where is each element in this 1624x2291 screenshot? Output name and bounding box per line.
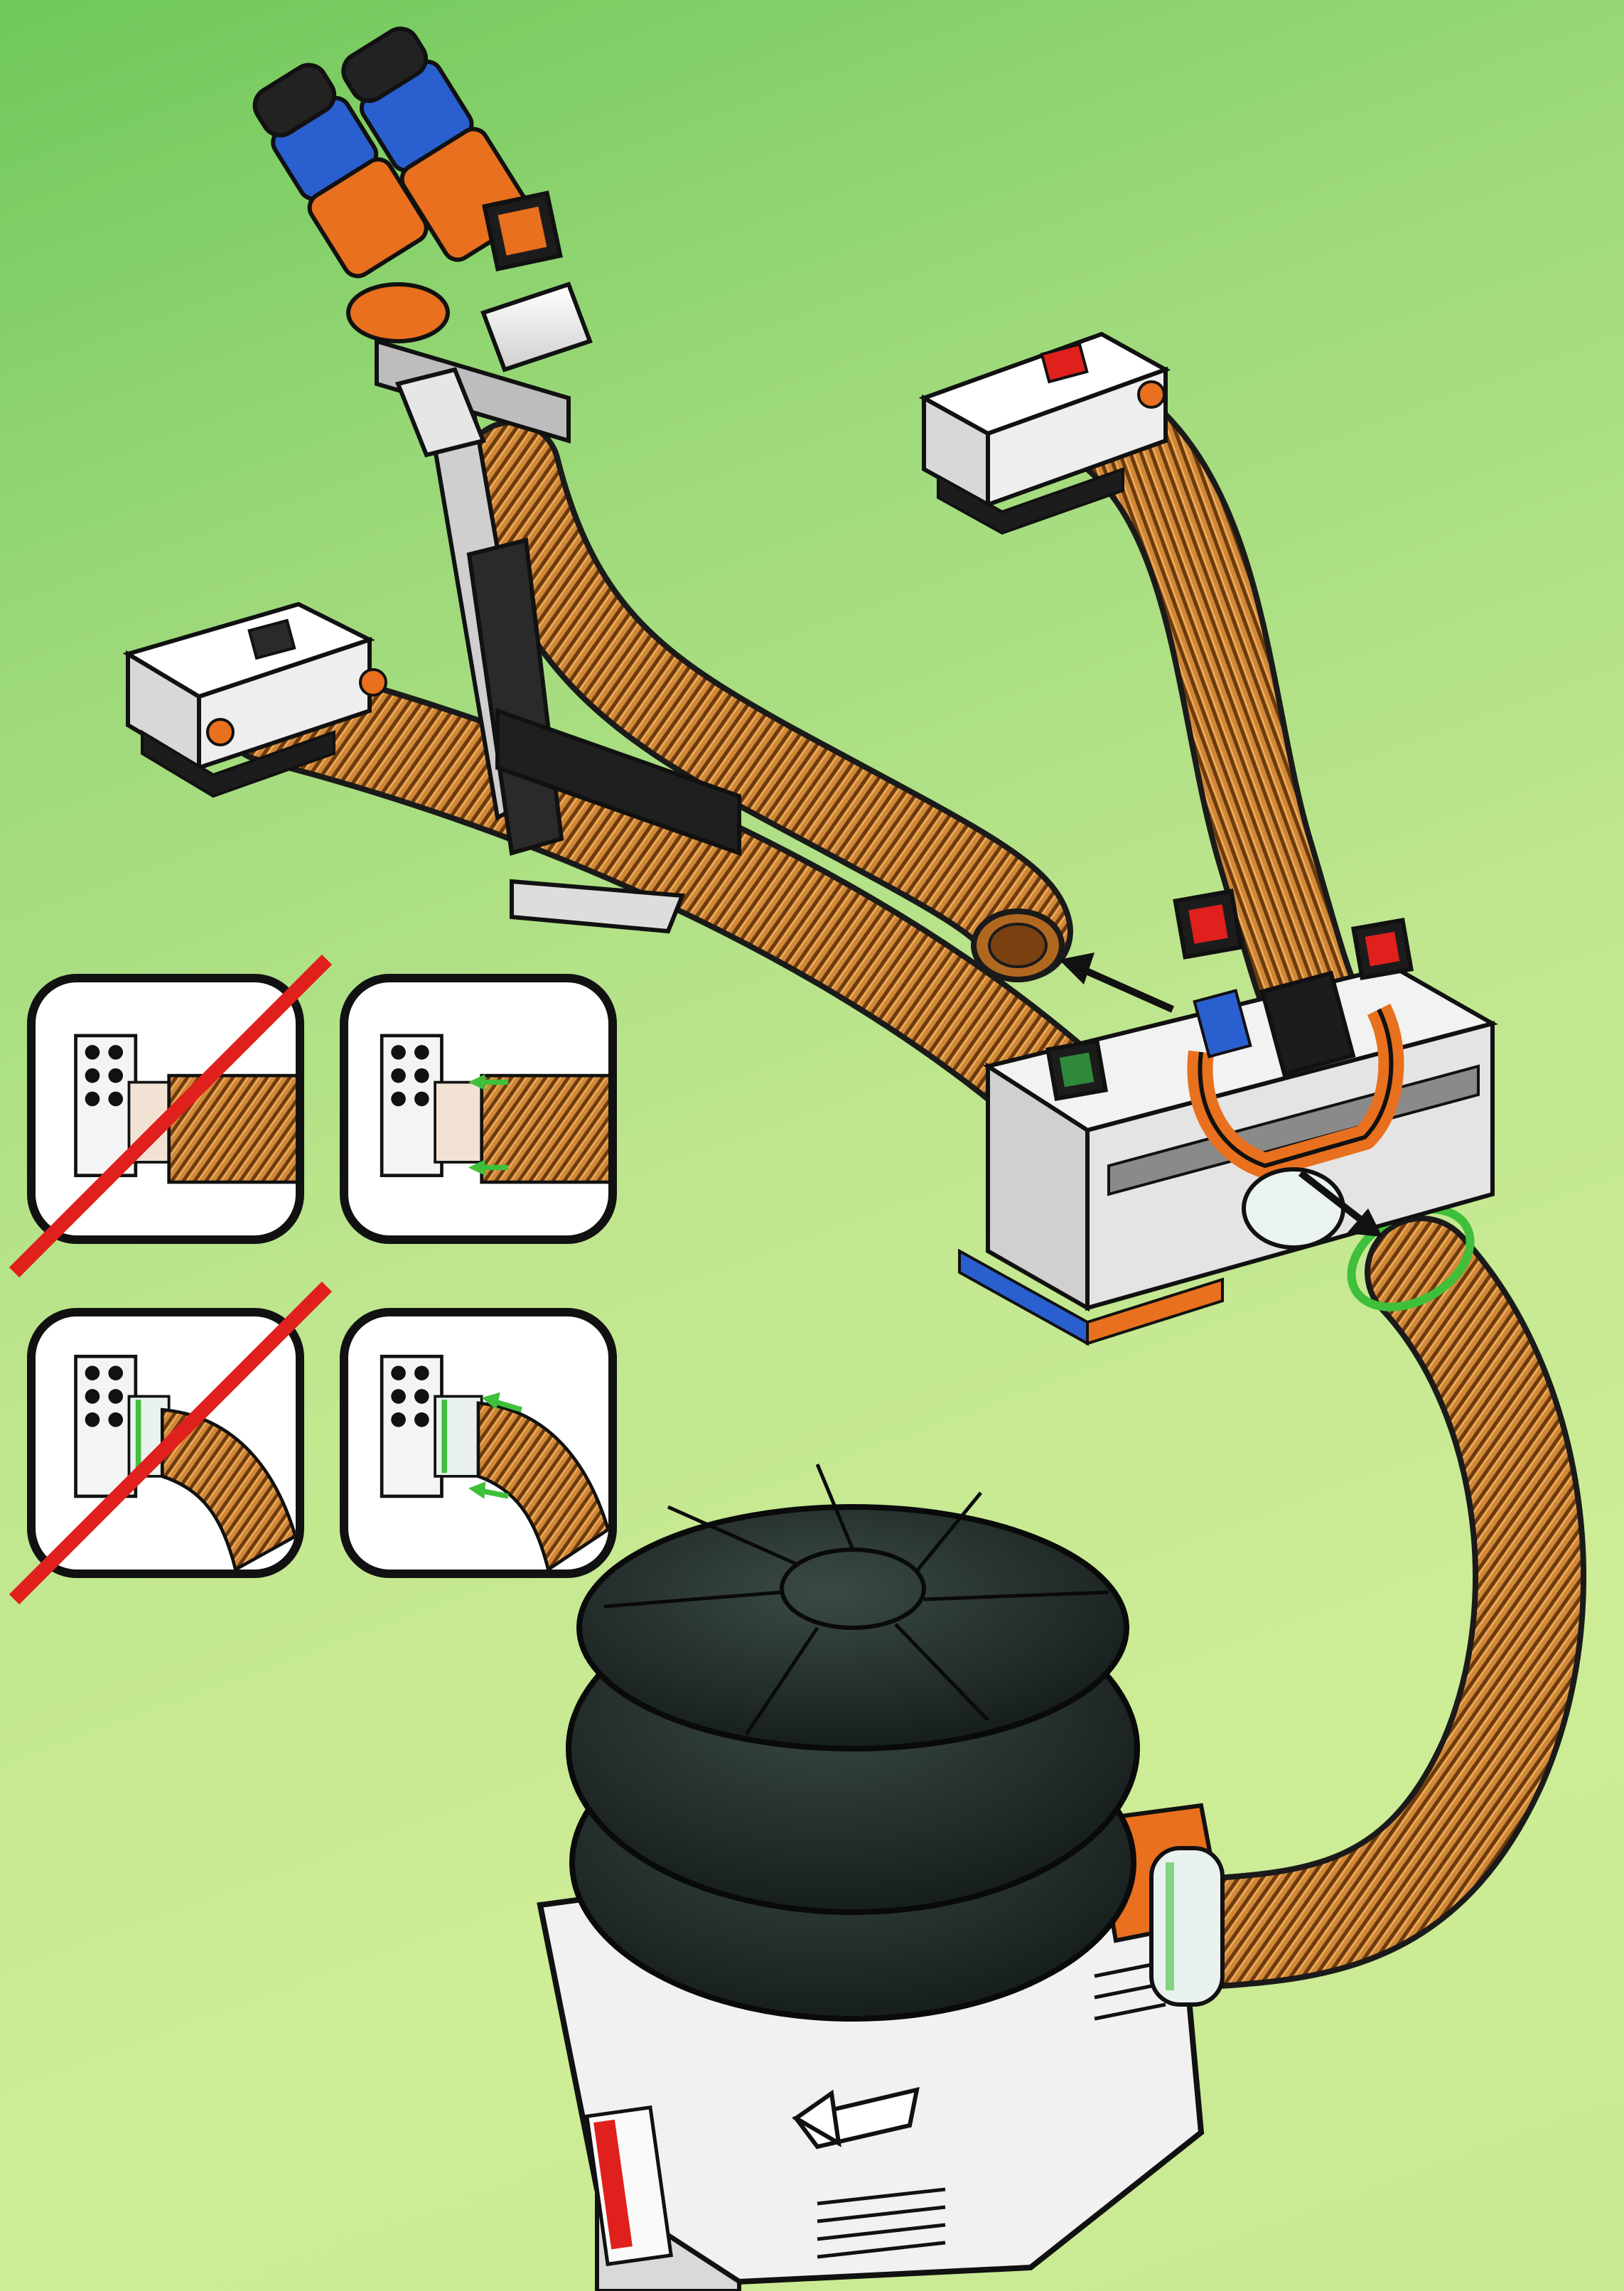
- strike-icon: [0, 1272, 341, 1614]
- hose-main: [1194, 1189, 1529, 1933]
- inset-right-1: [340, 974, 617, 1244]
- inset-right-2: [340, 1308, 617, 1578]
- arrow-icon: [1059, 953, 1173, 1009]
- strike-icon: [0, 945, 341, 1287]
- compressor-icon: [540, 1464, 1222, 2291]
